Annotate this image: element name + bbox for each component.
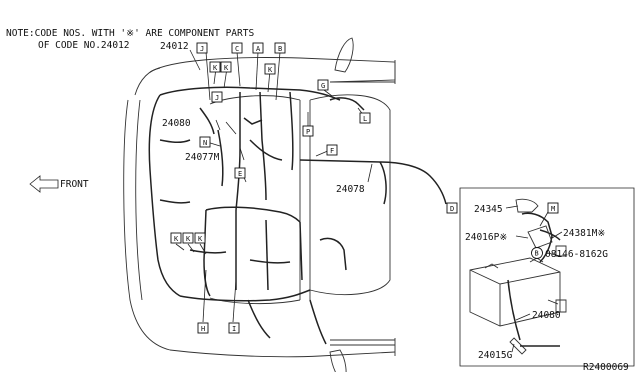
callout-G: G <box>317 79 329 91</box>
callout-K-3: K <box>264 63 276 75</box>
svg-text:J: J <box>200 45 204 53</box>
svg-text:B: B <box>278 45 282 53</box>
callout-J-top: J <box>196 42 208 54</box>
inset-leader-lines <box>505 205 563 353</box>
callout-N: N <box>199 136 211 148</box>
callout-J-mid: J <box>211 91 223 103</box>
callout-K-6: K <box>194 232 206 244</box>
part-number-24080-battery: 24080 <box>532 310 561 321</box>
svg-text:K: K <box>224 64 229 72</box>
svg-text:G: G <box>321 82 325 90</box>
callout-P: P <box>302 125 314 137</box>
part-number-24080-harness: 24080 <box>162 118 191 129</box>
callout-E: E <box>234 167 246 179</box>
svg-text:P: P <box>306 128 310 136</box>
callout-K-1: K <box>209 61 221 73</box>
callout-D: D <box>446 202 458 214</box>
svg-text:I: I <box>232 325 236 333</box>
callout-H: H <box>197 322 209 334</box>
battery-inset-panel <box>459 187 635 367</box>
svg-text:J: J <box>215 94 219 102</box>
part-number-24012: 24012 <box>160 41 189 52</box>
svg-text:A: A <box>256 45 261 53</box>
callout-C: C <box>231 42 243 54</box>
svg-text:L: L <box>363 115 367 123</box>
part-number-24016P: 24016P※ <box>465 232 507 243</box>
svg-text:K: K <box>198 235 203 243</box>
svg-text:K: K <box>186 235 191 243</box>
callout-K-4: K <box>170 232 182 244</box>
callout-A: A <box>252 42 264 54</box>
part-number-24078: 24078 <box>336 184 365 195</box>
svg-text:K: K <box>174 235 179 243</box>
diagram-reference-id: R2400069 <box>583 362 629 372</box>
note-line-1: NOTE:CODE NOS. WITH '※' ARE COMPONENT PA… <box>6 28 254 39</box>
callout-I: I <box>228 322 240 334</box>
part-number-24345: 24345 <box>474 204 503 215</box>
callout-K-2: K <box>220 61 232 73</box>
callout-B: B <box>274 42 286 54</box>
callout-F: F <box>326 144 338 156</box>
svg-text:C: C <box>235 45 239 53</box>
callout-L: L <box>359 112 371 124</box>
front-arrow-icon <box>29 175 59 193</box>
svg-text:K: K <box>268 66 273 74</box>
callout-K-5: K <box>182 232 194 244</box>
vehicle-body-outline <box>123 37 396 372</box>
part-number-24381M: 24381M※ <box>563 228 605 239</box>
svg-text:F: F <box>330 147 334 155</box>
front-label: FRONT <box>60 179 89 190</box>
part-number-24015G: 24015G <box>478 350 513 361</box>
note-line-2: OF CODE NO.24012 <box>38 40 130 51</box>
svg-text:D: D <box>450 205 454 213</box>
callout-M: M <box>547 202 559 214</box>
svg-text:B: B <box>535 250 539 258</box>
svg-text:E: E <box>238 170 242 178</box>
svg-text:H: H <box>201 325 205 333</box>
callout-B-circle: B <box>531 247 543 259</box>
svg-text:M: M <box>551 205 555 213</box>
svg-text:N: N <box>203 139 207 147</box>
part-number-08146-8162G: 08146-8162G <box>545 249 608 260</box>
part-number-24077M: 24077M <box>185 152 220 163</box>
svg-text:K: K <box>213 64 218 72</box>
harness-main <box>148 86 447 345</box>
